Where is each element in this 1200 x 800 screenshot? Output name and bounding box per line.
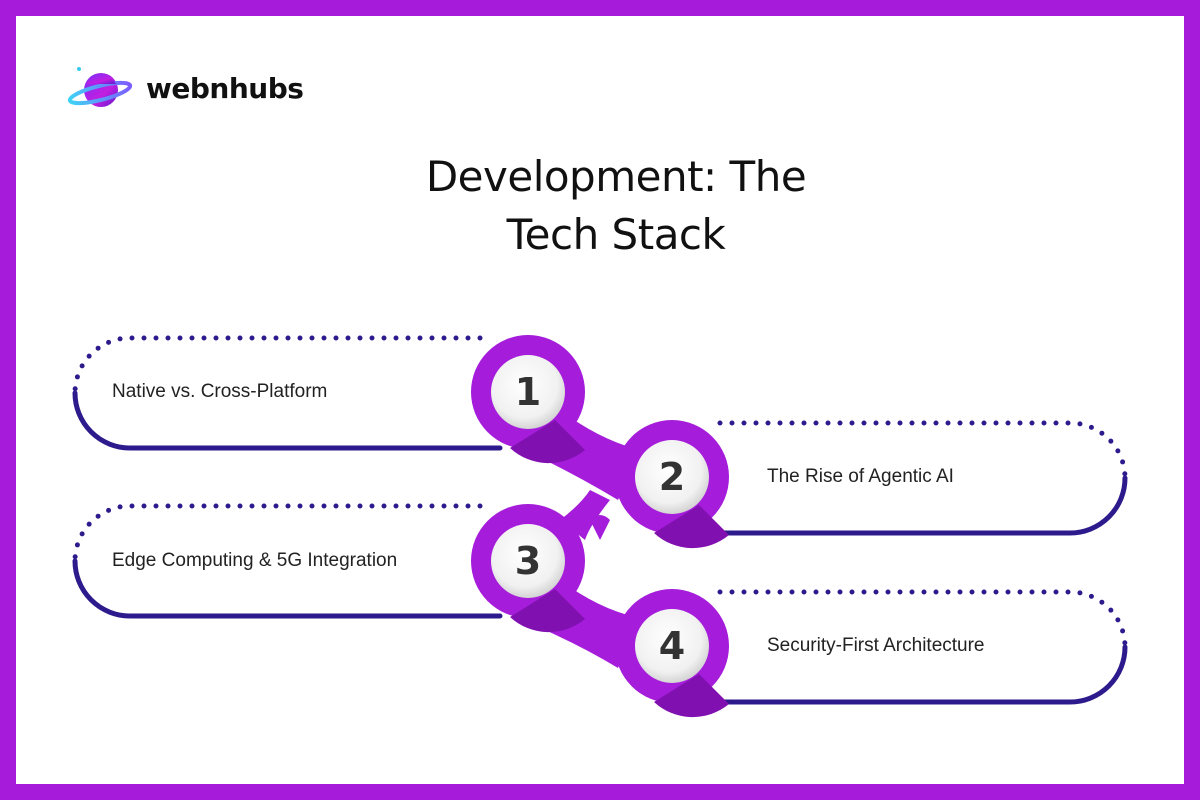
page-title-line-1: Development: The — [425, 152, 807, 201]
step-4-number: 4 — [658, 624, 686, 668]
step-2-pill — [697, 420, 1128, 536]
step-2-label: The Rise of Agentic AI — [767, 466, 954, 487]
page-title-line-2: Tech Stack — [506, 210, 726, 259]
step-2-number: 2 — [658, 455, 686, 499]
step-1-label: Native vs. Cross-Platform — [112, 381, 328, 402]
step-1-pill — [72, 335, 503, 451]
step-3-pill — [72, 503, 503, 619]
step-1-circle — [471, 335, 585, 464]
planet-logo-icon — [67, 67, 133, 107]
step-3-circle — [471, 504, 585, 633]
step-4-pill — [697, 589, 1128, 705]
step-2-circle — [615, 420, 729, 549]
page-title: Development: The Tech Stack — [316, 148, 916, 264]
step-4-label: Security-First Architecture — [767, 635, 985, 656]
brand-name: webnhubs — [146, 72, 304, 105]
step-4-circle — [615, 589, 729, 718]
step-3-number: 3 — [514, 539, 542, 583]
brand-logo[interactable]: webnhubs — [64, 62, 324, 118]
step-3-label: Edge Computing & 5G Integration — [112, 550, 398, 571]
step-1-number: 1 — [514, 370, 542, 414]
